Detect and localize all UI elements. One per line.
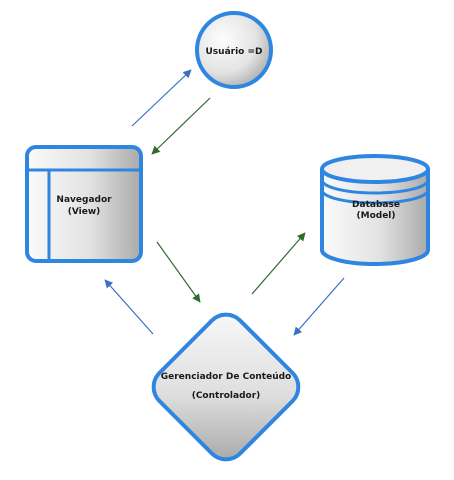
arrow-database-to-controller: [293, 277, 345, 336]
controller-sublabel: (Controlador): [192, 391, 261, 401]
browser-window-frame: [25, 145, 143, 263]
database-ring-2: [320, 189, 430, 205]
user-node: Usuário =D: [195, 11, 273, 89]
database-node: Database (Model): [320, 154, 430, 266]
user-circle: [195, 11, 273, 89]
database-ring-1: [320, 179, 430, 195]
arrow-controller-to-browser: [104, 279, 154, 335]
arrow-controller-to-database: [251, 232, 306, 295]
user-label: Usuário =D: [206, 47, 263, 57]
arrow-user-to-browser: [151, 97, 211, 155]
browser-label: Navegador: [56, 195, 112, 205]
database-sublabel: (Model): [357, 211, 396, 221]
browser-node: Navegador (View): [25, 145, 143, 263]
controller-node: Gerenciador De Conteúdo (Controlador): [151, 312, 301, 462]
database-cylinder-top: [320, 154, 430, 184]
edges: [104, 69, 345, 336]
arrow-browser-to-controller: [156, 241, 201, 303]
controller-label: Gerenciador De Conteúdo: [161, 372, 291, 382]
controller-diamond: [151, 312, 301, 462]
arrow-browser-to-user: [131, 69, 192, 127]
database-label: Database: [352, 200, 400, 210]
browser-sublabel: (View): [68, 207, 101, 217]
